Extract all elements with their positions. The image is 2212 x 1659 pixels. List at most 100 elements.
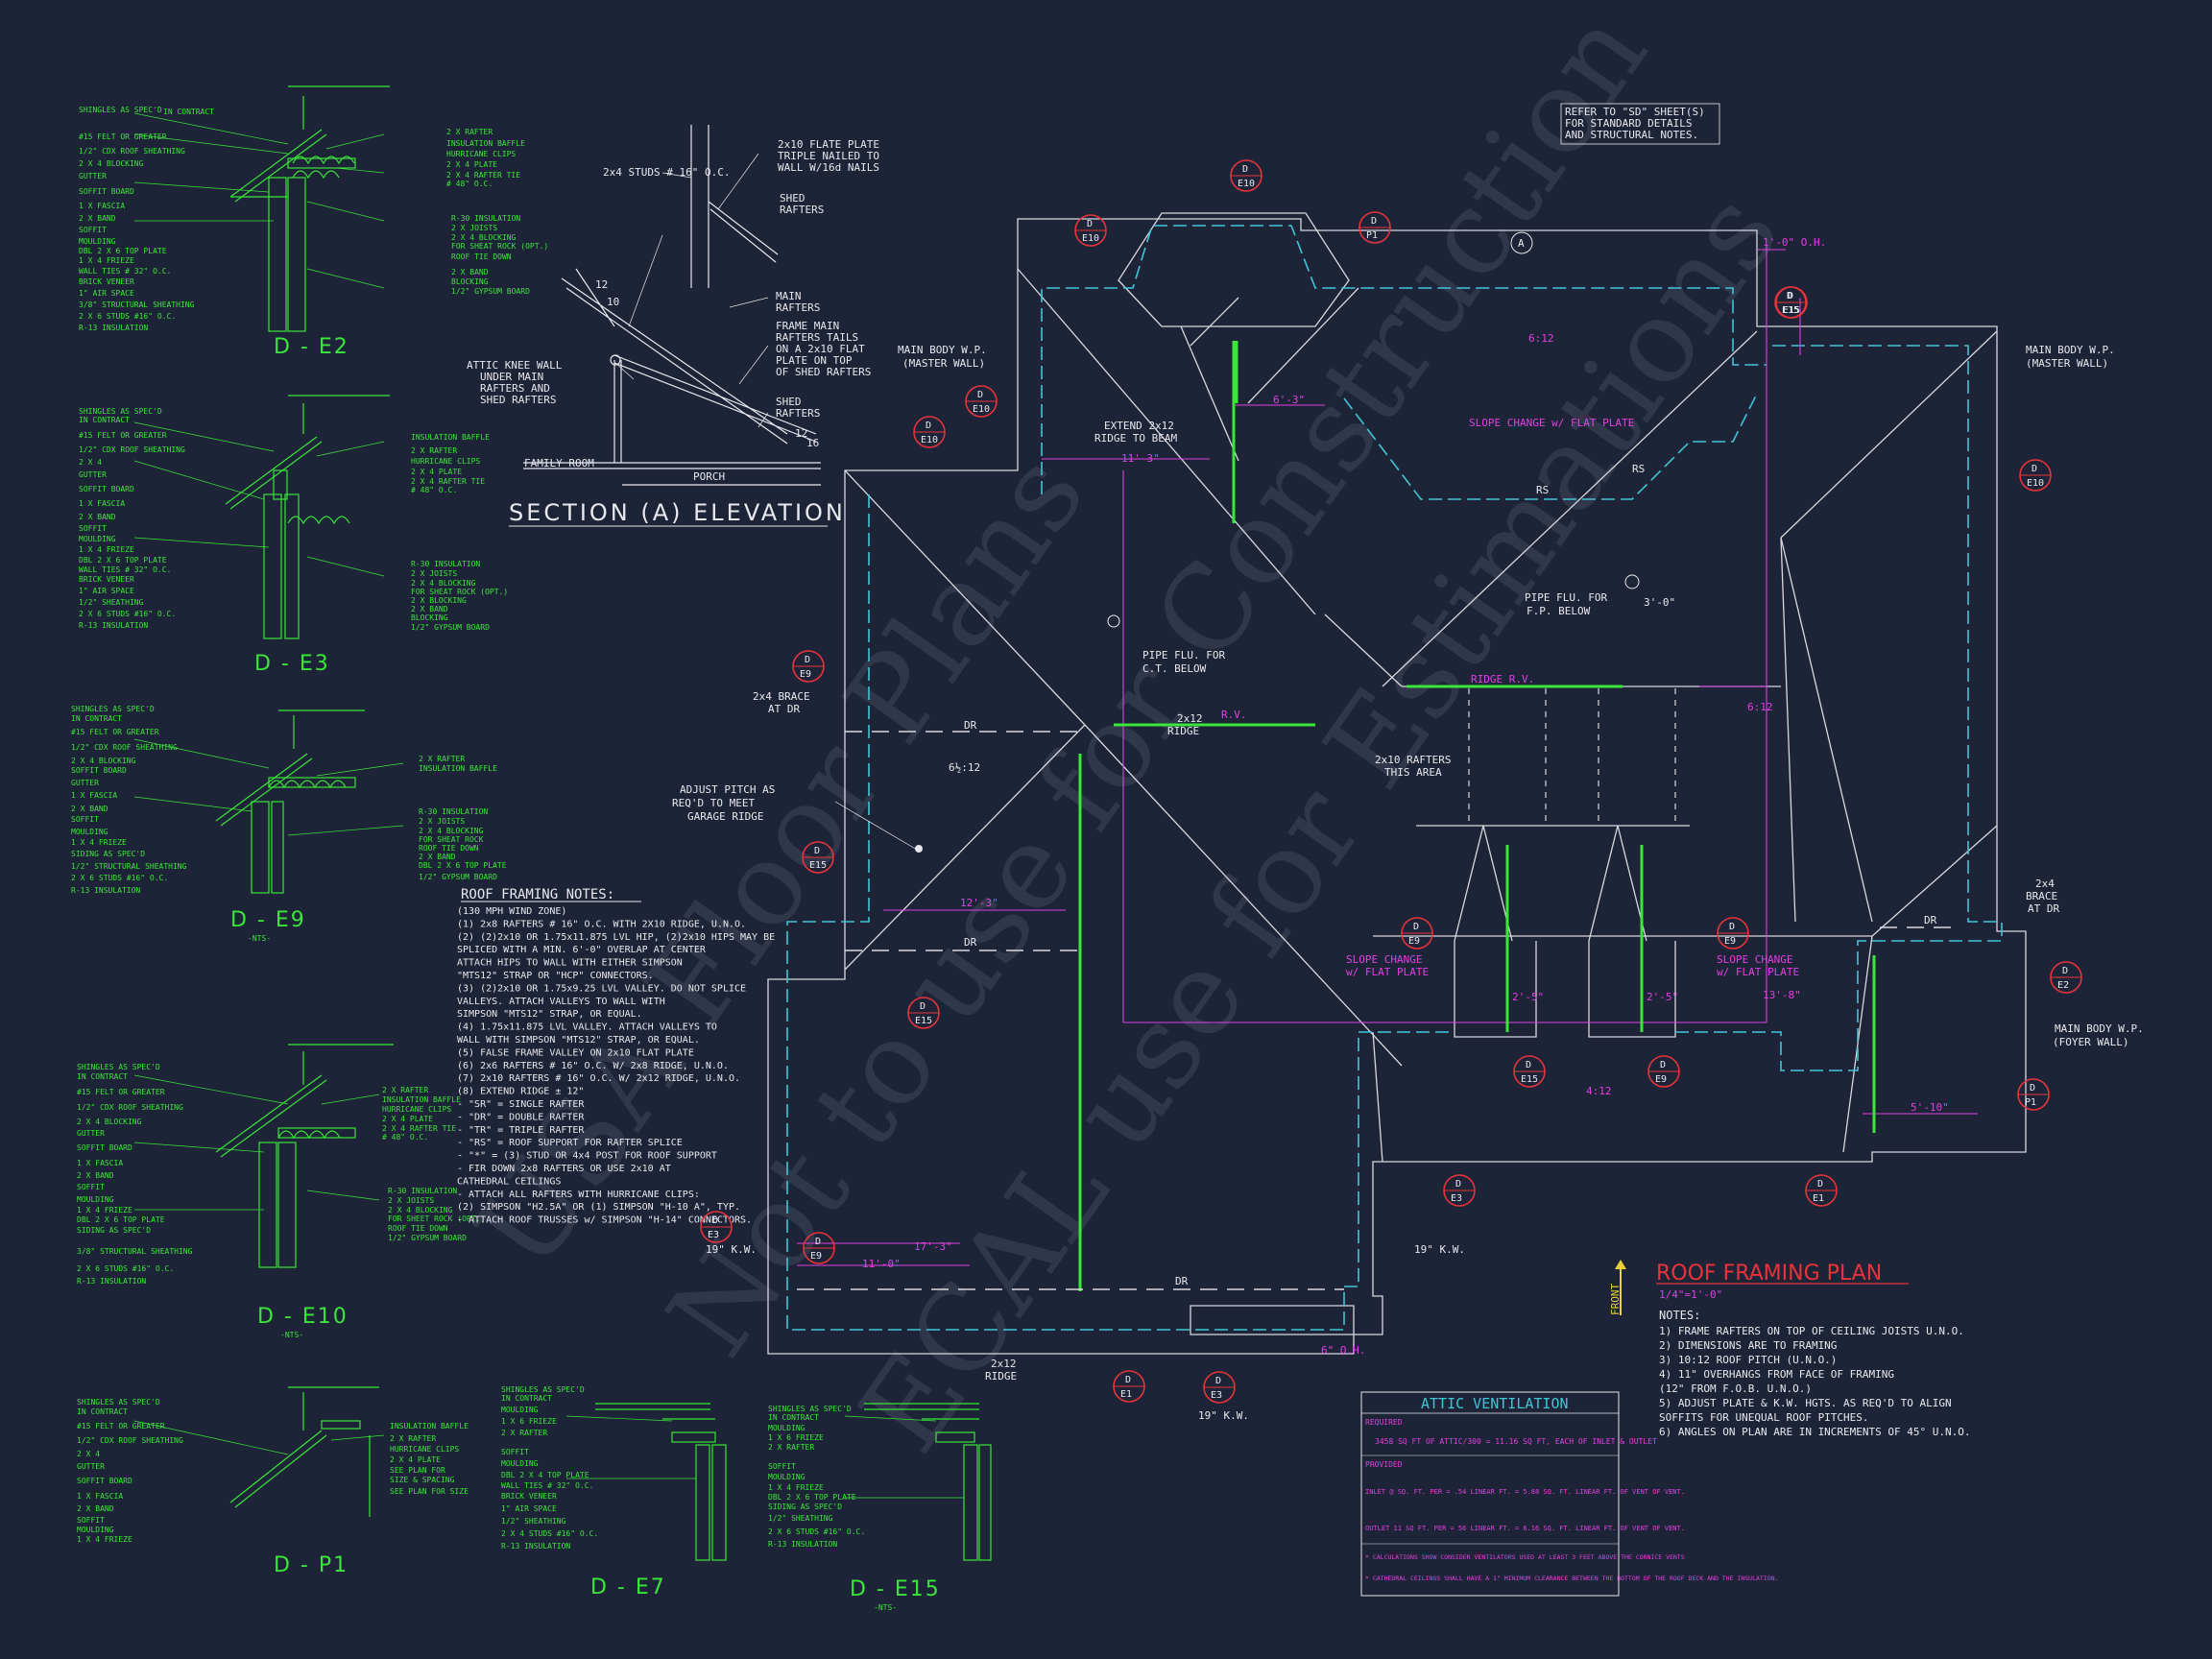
brace-dr-left-2: AT DR <box>768 703 800 715</box>
e9-label-4: 2 X 4 BLOCKING <box>71 757 136 765</box>
callout-sheet: E15 <box>1782 305 1799 316</box>
e2-rlabel-9: FOR SHEAT ROCK (OPT.) <box>451 242 548 251</box>
section-callout[interactable]: DE3 <box>1443 1174 1476 1207</box>
e7-label-2: MOULDING <box>501 1406 539 1414</box>
wall-section-e9[interactable]: SHINGLES AS SPEC'D IN CONTRACT #15 FELT … <box>71 705 507 943</box>
section-callout[interactable]: DE2 <box>2050 961 2082 994</box>
e2-label-9: SOFFIT <box>79 226 107 234</box>
e10-rlabel-7: 2 X JOISTS <box>388 1196 434 1205</box>
callout-sheet: E9 <box>1655 1074 1667 1085</box>
p1-rlabel-5: SIZE & SPACING <box>390 1476 455 1484</box>
e15-label-6: MOULDING <box>768 1473 805 1481</box>
section-callout[interactable]: DE9 <box>792 650 825 683</box>
adjust-pitch-2: REQ'D TO MEET <box>672 797 755 809</box>
e3-label-17: 2 X 6 STUDS #16" O.C. <box>79 610 176 618</box>
main-wp-foyer-2: (FOYER WALL) <box>2053 1036 2128 1048</box>
wall-section-p1[interactable]: SHINGLES AS SPEC'D IN CONTRACT #15 FELT … <box>77 1386 469 1577</box>
pipe-flu-ct-icon <box>1107 614 1120 628</box>
e3-rlabel-2: HURRICANE CLIPS <box>411 457 480 466</box>
section-callout[interactable]: DE9 <box>1647 1055 1680 1088</box>
adjust-pitch-1: ADJUST PITCH AS <box>680 783 775 796</box>
section-flat-plate-3: WALL W/16d NAILS <box>778 161 879 174</box>
e15-label-7: 1 X 4 FRIEZE <box>768 1483 824 1492</box>
roof-framing-notes: ROOF FRAMING NOTES: (130 MPH WIND ZONE)(… <box>457 887 775 1226</box>
extend-ridge-1: EXTEND 2x12 <box>1104 420 1174 432</box>
wall-section-e3[interactable]: SHINGLES AS SPEC'D IN CONTRACT #15 FELT … <box>79 395 508 676</box>
e3-rlabel-8: 2 X 4 BLOCKING <box>411 579 476 588</box>
section-callout[interactable]: DE9 <box>1717 917 1749 950</box>
callout-sheet: P1 <box>2025 1097 2036 1108</box>
e10-label-10: MOULDING <box>77 1195 114 1204</box>
dim-d10: 2'-5" <box>1512 991 1544 1003</box>
section-shed-2: RAFTERS <box>780 204 824 216</box>
e10-label-12: DBL 2 X 6 TOP PLATE <box>77 1215 165 1224</box>
wall-section-e2[interactable]: SHINGLES AS SPEC'D IN CONTRACT #15 FELT … <box>79 85 548 359</box>
e3-rlabel-11: 2 X BAND <box>411 605 448 613</box>
section-callout[interactable]: DE1 <box>1113 1370 1145 1403</box>
roof-note-line: CATHEDRAL CEILINGS <box>457 1176 561 1187</box>
e9-label-12: SIDING AS SPEC'D <box>71 850 145 858</box>
attic-ventilation: ATTIC VENTILATION REQUIRED 3458 SQ FT OF… <box>1360 1391 1778 1597</box>
e15-label-5: SOFFIT <box>768 1462 796 1471</box>
e7-label-7: DBL 2 X 4 TOP PLATE <box>501 1471 589 1479</box>
title-note-line: 4) 11" OVERHANGS FROM FACE OF FRAMING <box>1659 1368 1894 1381</box>
e3-label-6: SOFFIT BOARD <box>79 485 134 493</box>
e10-rlabel-11: 1/2" GYPSUM BOARD <box>388 1234 467 1242</box>
e10-rlabel-1: INSULATION BAFFLE <box>382 1095 461 1104</box>
callout-section: D <box>2062 966 2068 976</box>
e10-rlabel-10: ROOF TIE DOWN <box>388 1224 448 1233</box>
pipe-flu-fp-2: F.P. BELOW <box>1527 605 1591 617</box>
e2-label-4: 2 X 4 BLOCKING <box>79 159 144 168</box>
vent-outlet: OUTLET 11 SQ FT. PER = 56 LINEAR FT. = 6… <box>1365 1525 1685 1532</box>
section-callout[interactable]: DE9 <box>803 1232 835 1264</box>
section-callout[interactable]: DE9 <box>1401 917 1433 950</box>
e2-rlabel-6: R-30 INSULATION <box>451 214 520 223</box>
e10-nts: -NTS- <box>280 1331 303 1339</box>
e3-rlabel-1: 2 X RAFTER <box>411 446 457 455</box>
section-pitch-2: 10 <box>607 296 619 308</box>
roof-framing-plan[interactable]: DE10DE10DP1DE15DE10DE10DE10DE9DE9DE15DE1… <box>672 103 2144 1422</box>
e3-label-16: 1/2" SHEATHING <box>79 598 144 607</box>
wall-section-e7[interactable]: SHINGLES AS SPEC'D IN CONTRACT MOULDING … <box>501 1385 727 1599</box>
callout-section: D <box>1371 216 1377 227</box>
section-frame-3: ON A 2x10 FLAT <box>776 343 865 355</box>
section-callout[interactable]: DE3 <box>700 1211 733 1243</box>
section-callout[interactable]: DE3 <box>1203 1371 1236 1404</box>
section-a-elevation[interactable]: 2x4 STUDS # 16" O.C. 2x10 FLATE PLATE TR… <box>467 125 879 527</box>
e3-rlabel-13: 1/2" GYPSUM BOARD <box>411 623 490 632</box>
p1-rlabel-1: 2 X RAFTER <box>390 1434 436 1443</box>
callout-section: D <box>1455 1179 1461 1190</box>
e7-label-1: IN CONTRACT <box>501 1394 552 1403</box>
callout-sheet: E10 <box>1238 179 1255 189</box>
roof-note-line: "MTS12" STRAP OR "HCP" CONNECTORS. <box>457 971 654 981</box>
wall-section-e15[interactable]: SHINGLES AS SPEC'D IN CONTRACT MOULDING … <box>768 1403 992 1612</box>
p1-title: D - P1 <box>274 1553 349 1577</box>
section-callout[interactable]: DP1 <box>2017 1078 2050 1111</box>
dr-label-1: DR <box>964 719 977 732</box>
section-callout[interactable]: DP1 <box>1358 211 1391 244</box>
e10-label-9: SOFFIT <box>77 1183 105 1191</box>
e2-label-1: IN CONTRACT <box>163 108 214 116</box>
e3-rlabel-3: 2 X 4 PLATE <box>411 468 462 476</box>
title-note-line: 1) FRAME RAFTERS ON TOP OF CEILING JOIST… <box>1659 1325 1964 1337</box>
extend-ridge-2: RIDGE TO BEAM <box>1094 432 1177 445</box>
callout-section: D <box>815 1237 821 1247</box>
section-callout[interactable]: DE1 <box>1805 1174 1838 1207</box>
p1-label-5: GUTTER <box>77 1462 105 1471</box>
main-wp-foyer-1: MAIN BODY W.P. <box>2055 1022 2144 1035</box>
grid-bubble-a <box>1510 231 1533 254</box>
e9-label-11: 1 X 4 FRIEZE <box>71 838 127 847</box>
e10-rlabel-5: # 48" O.C. <box>382 1133 428 1142</box>
ridges <box>1078 341 1876 1291</box>
wall-section-e10[interactable]: SHINGLES AS SPEC'D IN CONTRACT #15 FELT … <box>77 1044 485 1339</box>
